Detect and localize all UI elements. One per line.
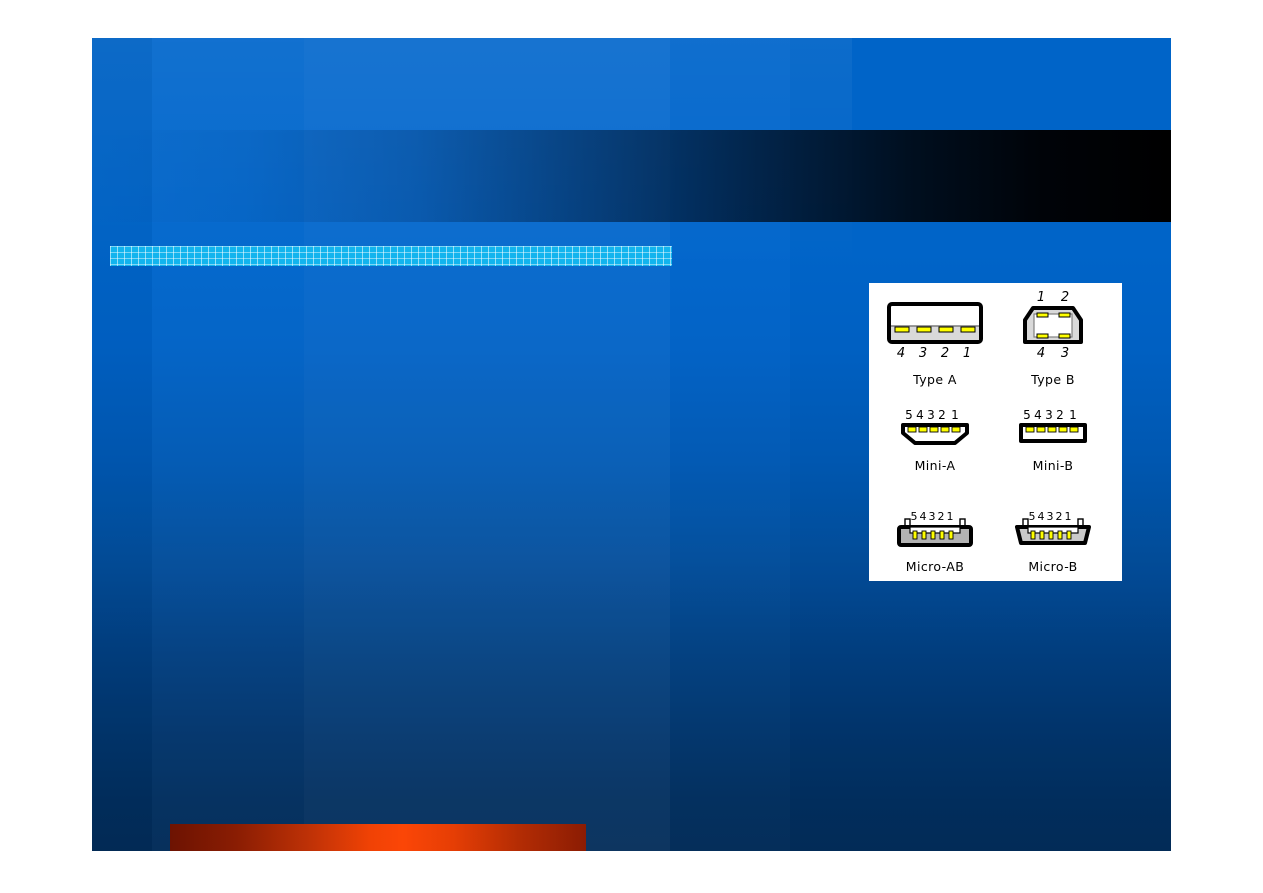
mini-b-icon: 5 4 3 2 1 <box>1019 408 1087 443</box>
svg-text:3: 3 <box>927 408 935 422</box>
connector-label: Micro-B <box>1028 559 1078 574</box>
svg-text:3: 3 <box>1061 346 1069 361</box>
connector-label: Micro-AB <box>905 559 965 574</box>
connector-micro-ab: 5 4 3 2 1 Micro-AB <box>877 507 993 585</box>
mini-a-icon: 5 4 3 2 1 <box>901 408 969 445</box>
svg-text:3: 3 <box>929 510 936 523</box>
svg-text:2: 2 <box>1061 290 1069 305</box>
usb-connectors-grid: 4 3 2 1 Type A 1 2 4 <box>869 283 1122 581</box>
svg-text:1: 1 <box>963 346 971 361</box>
usb-connectors-image[interactable]: 4 3 2 1 Type A 1 2 4 <box>869 283 1122 581</box>
svg-text:1: 1 <box>947 510 954 523</box>
type-a-icon: 4 3 2 1 <box>887 302 983 361</box>
connector-mini-a: 5 4 3 2 1 Mini-A <box>877 405 993 483</box>
svg-text:3: 3 <box>1045 408 1053 422</box>
background-dark-band <box>92 130 1171 222</box>
svg-text:5: 5 <box>1029 510 1036 523</box>
connector-label: Mini-B <box>1032 458 1074 473</box>
svg-text:3: 3 <box>1047 510 1054 523</box>
svg-text:3: 3 <box>919 346 927 361</box>
svg-text:5: 5 <box>905 408 913 422</box>
svg-text:2: 2 <box>938 510 945 523</box>
connector-micro-b: 5 4 3 2 1 Micro-B <box>995 507 1111 585</box>
svg-text:4: 4 <box>1034 408 1042 422</box>
presentation-slide: 4 3 2 1 Type A 1 2 4 <box>92 38 1171 851</box>
svg-text:2: 2 <box>938 408 946 422</box>
connector-type-b: 1 2 4 3 Type B <box>995 288 1111 393</box>
svg-text:1: 1 <box>951 408 959 422</box>
micro-b-icon: 5 4 3 2 1 <box>1015 510 1091 545</box>
svg-text:4: 4 <box>1037 346 1045 361</box>
svg-text:4: 4 <box>1038 510 1045 523</box>
connector-label: Mini-A <box>914 458 956 473</box>
svg-text:5: 5 <box>1023 408 1031 422</box>
svg-text:4: 4 <box>916 408 924 422</box>
slide-accent-bar <box>170 824 586 851</box>
svg-text:2: 2 <box>1056 510 1063 523</box>
connector-mini-b: 5 4 3 2 1 Mini-B <box>995 405 1111 483</box>
svg-text:2: 2 <box>941 346 949 361</box>
svg-text:1: 1 <box>1065 510 1072 523</box>
svg-text:4: 4 <box>920 510 927 523</box>
micro-ab-icon: 5 4 3 2 1 <box>897 510 973 547</box>
svg-text:1: 1 <box>1037 290 1045 305</box>
svg-text:4: 4 <box>897 346 905 361</box>
svg-text:5: 5 <box>911 510 918 523</box>
svg-text:1: 1 <box>1069 408 1077 422</box>
connector-label: Type A <box>913 372 957 387</box>
slide-title-placeholder[interactable] <box>110 246 672 266</box>
svg-text:2: 2 <box>1056 408 1064 422</box>
type-b-icon: 1 2 4 3 <box>1023 290 1083 361</box>
connector-label: Type B <box>1031 372 1075 387</box>
connector-type-a: 4 3 2 1 Type A <box>877 288 993 393</box>
